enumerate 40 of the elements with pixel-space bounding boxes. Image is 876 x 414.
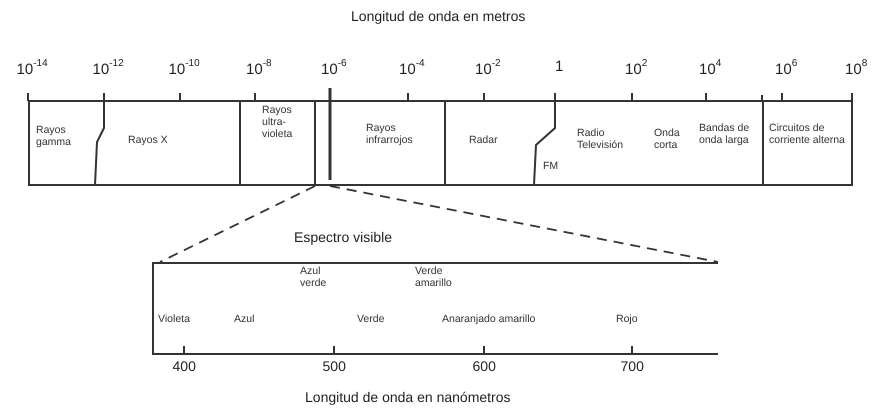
- color-label: Verde amarillo: [415, 265, 453, 290]
- tick-label: 400: [172, 358, 196, 374]
- tick-label: 10$^{-2}$: [475, 58, 501, 78]
- band-label: Radar: [469, 134, 499, 146]
- color-label: Azul: [234, 313, 254, 326]
- band-label: Onda corta: [654, 127, 681, 152]
- color-label: Azul verde: [300, 265, 328, 290]
- band-label: FM: [543, 160, 560, 172]
- section-title: Espectro visible: [294, 229, 392, 246]
- color-label: Anaranjado amarillo: [442, 313, 536, 326]
- tick-label: 10$^{2}$: [625, 58, 648, 78]
- zoom-line: [330, 185, 718, 263]
- color-label: Violeta: [158, 313, 190, 326]
- tick-label: 10$^{4}$: [699, 58, 722, 78]
- band-label: Rayos infrarrojos: [366, 122, 414, 146]
- band-label: Rayos X: [128, 134, 169, 146]
- tick-label: 500: [322, 358, 346, 374]
- band-label: Rayos ultra- violeta: [262, 104, 294, 140]
- tick-label: 10$^{-4}$: [399, 58, 425, 78]
- tick-label: 10$^{-6}$: [321, 58, 347, 78]
- tick-label: 700: [620, 358, 644, 374]
- visible-spectrum-box: [152, 262, 718, 355]
- tick-label: 10$^{-14}$: [16, 58, 48, 78]
- tick-label: 600: [472, 358, 496, 374]
- tick-label: 10$^{-10}$: [168, 58, 200, 78]
- axis-title: Longitud de onda en metros: [351, 8, 526, 24]
- tick-label: 1: [555, 58, 564, 76]
- band-label: Bandas de onda larga: [699, 122, 750, 146]
- spectrum-bar: [28, 100, 853, 186]
- tick-label: 10$^{6}$: [775, 58, 798, 78]
- band-label: Radio Televisión: [577, 127, 624, 152]
- color-label: Verde: [357, 313, 384, 326]
- band-label: Circuitos de corriente alterna: [769, 122, 846, 146]
- axis-title: Longitud de onda en nanómetros: [305, 389, 510, 406]
- tick-label: 10$^{-12}$: [92, 58, 124, 78]
- tick-label: 10$^{8}$: [845, 58, 868, 78]
- color-label: Rojo: [616, 313, 638, 326]
- band-label: Rayos gamma: [36, 124, 72, 148]
- tick-label: 10$^{-8}$: [246, 58, 272, 78]
- zoom-line: [160, 185, 316, 263]
